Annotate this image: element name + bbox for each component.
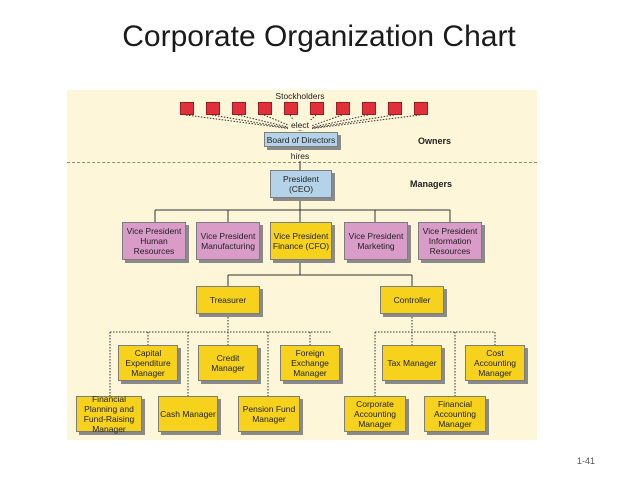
board-of-directors-box: Board of Directors xyxy=(264,132,338,147)
stockholder-4 xyxy=(258,102,272,115)
vp-finance-box: Vice President Finance (CFO) xyxy=(270,222,332,260)
foreign-exchange-manager-box: Foreign Exchange Manager xyxy=(280,345,340,381)
credit-manager-box: Credit Manager xyxy=(198,345,258,381)
corporate-accounting-manager-box: Corporate Accounting Manager xyxy=(344,396,406,432)
stockholder-7 xyxy=(336,102,350,115)
stockholder-8 xyxy=(362,102,376,115)
stockholder-9 xyxy=(388,102,402,115)
stockholders-label: Stockholders xyxy=(275,91,325,101)
cost-accounting-manager-box: Cost Accounting Manager xyxy=(465,345,525,381)
stockholder-5 xyxy=(284,102,298,115)
president-box: President (CEO) xyxy=(270,170,332,198)
tax-manager-box: Tax Manager xyxy=(382,345,442,381)
financial-planning-manager-box: Financial Planning and Fund-Raising Mana… xyxy=(76,394,142,434)
stockholder-2 xyxy=(206,102,220,115)
stockholder-6 xyxy=(310,102,324,115)
hires-label: hires xyxy=(288,151,312,161)
owners-label: Owners xyxy=(418,136,452,146)
managers-label: Managers xyxy=(410,179,453,189)
treasurer-box: Treasurer xyxy=(196,286,260,314)
org-chart-panel xyxy=(67,90,537,440)
controller-box: Controller xyxy=(380,286,444,314)
owners-managers-divider xyxy=(67,162,537,163)
vp-information-resources-box: Vice President Information Resources xyxy=(418,222,482,260)
cash-manager-box: Cash Manager xyxy=(158,396,218,432)
vp-marketing-box: Vice President Marketing xyxy=(344,222,408,260)
stockholder-10 xyxy=(414,102,428,115)
financial-accounting-manager-box: Financial Accounting Manager xyxy=(424,396,486,432)
page-number: 1-41 xyxy=(577,456,596,466)
elect-label: elect xyxy=(288,120,312,130)
vp-human-resources-box: Vice President Human Resources xyxy=(122,222,186,260)
stockholder-1 xyxy=(180,102,194,115)
capital-expenditure-manager-box: Capital Expenditure Manager xyxy=(118,345,178,381)
vp-manufacturing-box: Vice President Manufacturing xyxy=(196,222,260,260)
pension-fund-manager-box: Pension Fund Manager xyxy=(238,396,300,432)
stockholder-3 xyxy=(232,102,246,115)
slide-title: Corporate Organization Chart xyxy=(122,20,516,53)
